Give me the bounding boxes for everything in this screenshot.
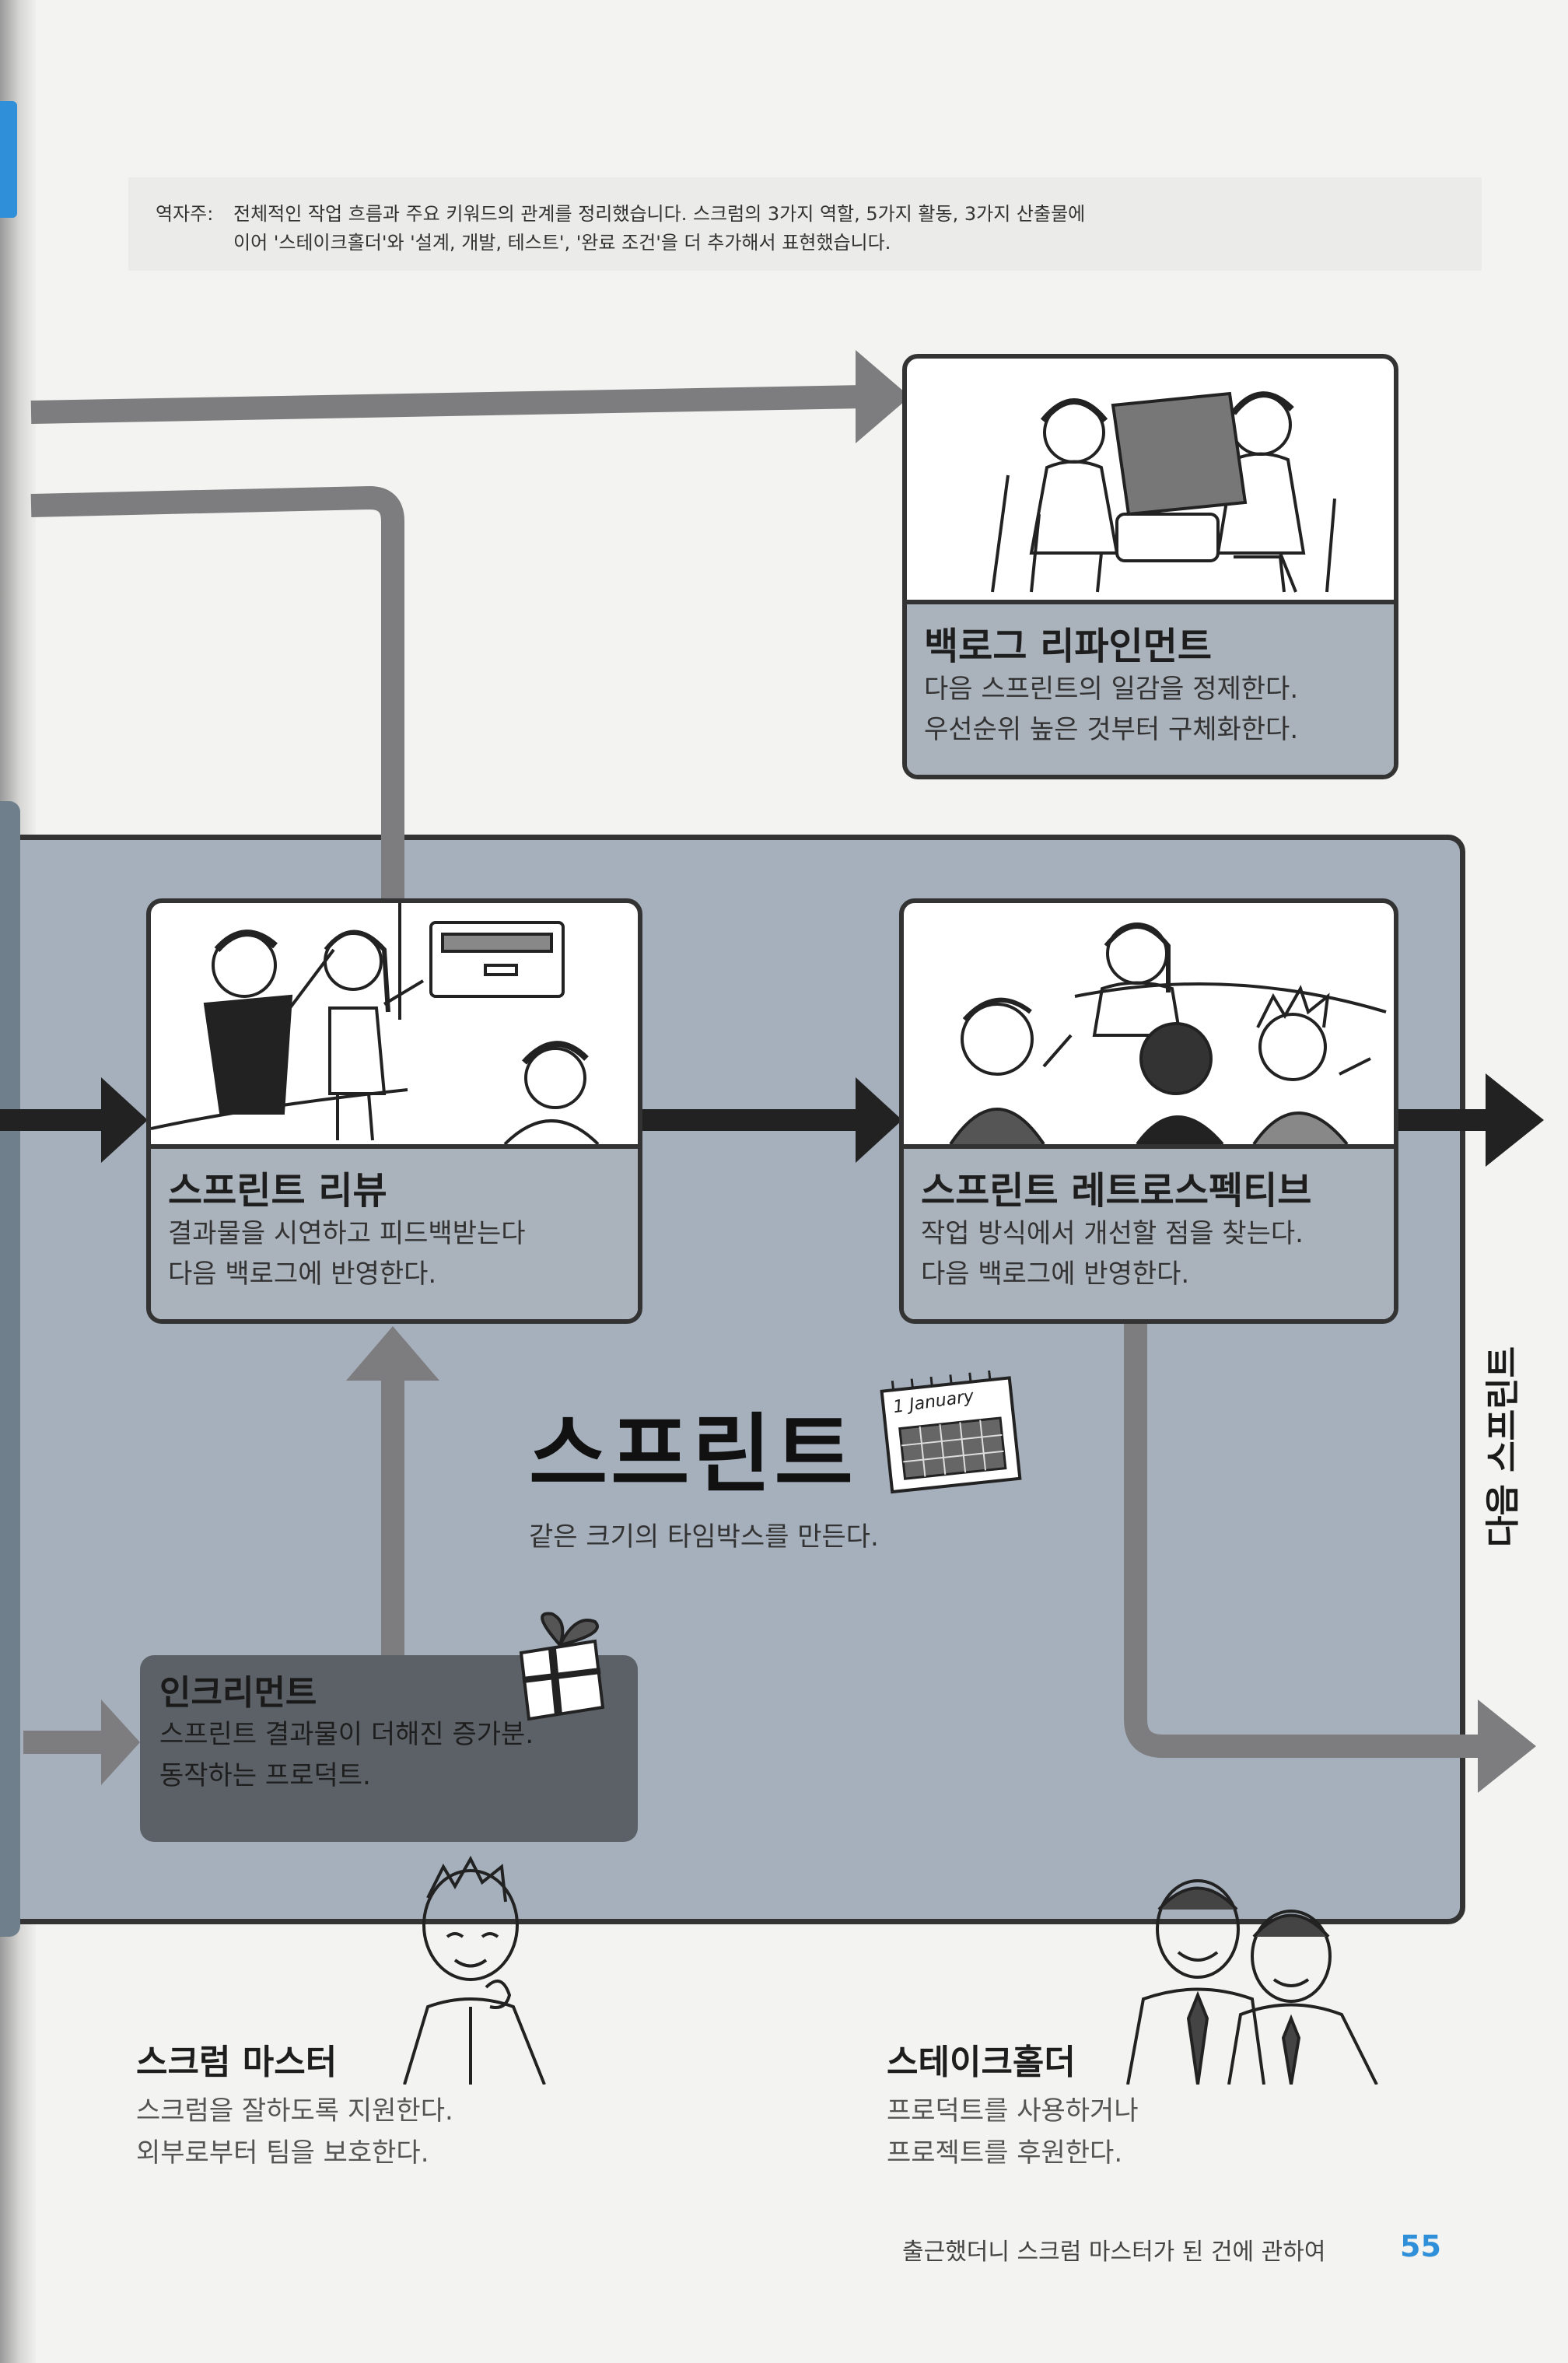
- chapter-tab: [0, 101, 17, 218]
- arrowhead-next-lower: [1478, 1700, 1536, 1793]
- next-sprint-label: 다음 스프린트: [1483, 1346, 1523, 1547]
- sprint-title: 스프린트: [529, 1405, 856, 1504]
- sprint-review-desc-2: 다음 백로그에 반영한다.: [168, 1259, 437, 1290]
- arrowhead-into-retro: [856, 1077, 902, 1163]
- presentation-illustration: [151, 903, 600, 1146]
- team-meeting-illustration: [991, 391, 1336, 593]
- scrum-master-desc-1: 스크럼을 잘하도록 지원한다.: [136, 2095, 453, 2127]
- arrow-review-to-backlog: [30, 486, 404, 902]
- stakeholder-illustration: [1104, 1867, 1400, 2085]
- backlog-refinement-card: 백로그 리파인먼트 다음 스프린트의 일감을 정제한다. 우선순위 높은 것부터…: [902, 354, 1398, 779]
- sprint-subtitle: 같은 크기의 타임박스를 만든다.: [529, 1521, 879, 1553]
- scrum-master-title: 스크럼 마스터: [136, 2043, 338, 2082]
- stakeholder-desc-1: 프로덕트를 사용하거나: [887, 2095, 1139, 2127]
- sprint-retrospective-info: [904, 1144, 1394, 1319]
- sprint-retrospective-title: 스프린트 레트로스펙티브: [921, 1169, 1312, 1213]
- sprint-review-card: 스프린트 리뷰 결과물을 시연하고 피드백받는다 다음 백로그에 반영한다.: [146, 898, 642, 1324]
- backlog-refinement-title: 백로그 리파인먼트: [924, 625, 1212, 668]
- page-curl-shadow: [0, 801, 20, 1937]
- calendar-icon: [863, 1369, 1034, 1501]
- stakeholder-title: 스테이크홀더: [887, 2043, 1076, 2082]
- sprint-review-desc-1: 결과물을 시연하고 피드백받는다: [168, 1218, 526, 1249]
- arrowhead-backlog: [856, 350, 910, 443]
- arrow-retro-to-next: [1124, 1322, 1478, 1758]
- backlog-refinement-info: [907, 600, 1394, 775]
- increment-desc-2: 동작하는 프로덕트.: [159, 1760, 371, 1791]
- translator-note-line-1: 전체적인 작업 흐름과 주요 키워드의 관계를 정리했습니다. 스크럼의 3가지…: [233, 203, 1086, 225]
- arrowhead-increment: [101, 1700, 140, 1785]
- scrum-master-desc-2: 외부로부터 팀을 보호한다.: [136, 2137, 429, 2169]
- translator-note-label: 역자주:: [156, 203, 214, 225]
- discussion-illustration: [949, 922, 1387, 1146]
- arrowhead-next-upper: [1486, 1073, 1544, 1167]
- translator-note-line-2: 이어 '스테이크홀더'와 '설계, 개발, 테스트', '완료 조건'을 더 추…: [233, 232, 891, 254]
- stakeholder-desc-2: 프로젝트를 후원한다.: [887, 2137, 1123, 2169]
- sprint-review-title: 스프린트 리뷰: [168, 1169, 387, 1213]
- sprint-review-info: [151, 1144, 638, 1319]
- sprint-retrospective-card: 스프린트 레트로스펙티브 작업 방식에서 개선할 점을 찾는다. 다음 백로그에…: [899, 898, 1398, 1324]
- sprint-retrospective-desc-1: 작업 방식에서 개선할 점을 찾는다.: [921, 1218, 1304, 1249]
- book-title-footer: 출근했더니 스크럼 마스터가 된 건에 관하여: [902, 2239, 1326, 2266]
- next-sprint-label-wrap: 다음 스프린트: [1483, 1346, 1523, 1547]
- sprint-retrospective-desc-2: 다음 백로그에 반영한다.: [921, 1259, 1190, 1290]
- backlog-refinement-desc-1: 다음 스프린트의 일감을 정제한다.: [924, 674, 1299, 705]
- arrowhead-review-up: [346, 1326, 439, 1381]
- increment-desc-1: 스프린트 결과물이 더해진 증가분.: [159, 1719, 534, 1750]
- arrowhead-into-review: [101, 1077, 148, 1163]
- gift-box-icon: [506, 1610, 622, 1727]
- scrum-master-illustration: [381, 1851, 560, 2085]
- increment-title: 인크리먼트: [159, 1673, 317, 1713]
- arrow-to-backlog-refinement: [30, 385, 864, 424]
- translator-note-box: [128, 177, 1482, 271]
- backlog-refinement-desc-2: 우선순위 높은 것부터 구체화한다.: [924, 714, 1299, 745]
- page-number: 55: [1400, 2229, 1441, 2263]
